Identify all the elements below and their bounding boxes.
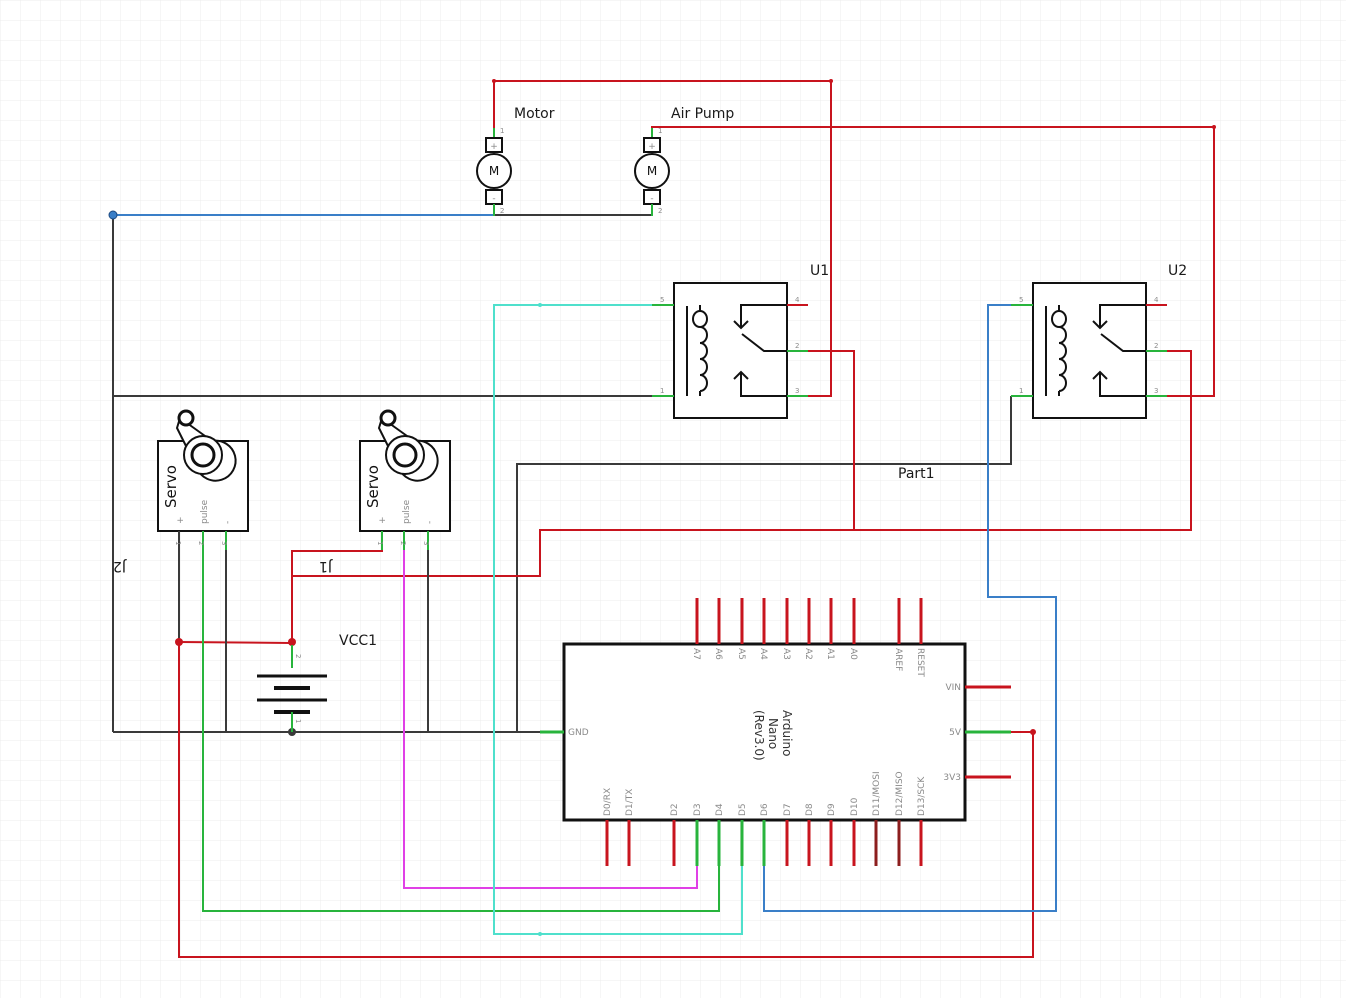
servo-j2-pin2: 2 — [197, 541, 205, 545]
servo-j2[interactable]: Servo pulse + - 1 2 3 — [157, 409, 249, 550]
nano-pin-d3-label: D3 — [693, 803, 703, 816]
nano-pin-gnd-label: GND — [568, 728, 589, 738]
wire-u2-com[interactable] — [854, 350, 1192, 531]
servo-j1-plus-label: + — [378, 516, 388, 524]
nano-pin-d9-label: D9 — [827, 803, 837, 816]
wire-servo1-pulse[interactable] — [202, 548, 720, 912]
relay-u2-label: U2 — [1168, 263, 1187, 279]
u2-pin3: 3 — [1154, 387, 1158, 395]
motor-plus-label: + — [490, 142, 498, 152]
nano-pin-reset-label: RESET — [915, 648, 925, 677]
wire-u1-com[interactable] — [292, 350, 855, 577]
u1-pin1: 1 — [660, 387, 664, 395]
nano-pin-d0-rx-label: D0/RX — [603, 788, 613, 816]
motor-pin1: 1 — [500, 127, 504, 135]
motor-minus-label: - — [492, 194, 495, 204]
motor-component[interactable]: + M - 1 2 — [476, 127, 512, 216]
motor-pin2: 2 — [500, 207, 504, 215]
pump-minus-label: - — [650, 194, 653, 204]
nano-pin-a1-label: A1 — [825, 648, 835, 660]
nano-pin-d13-sck-label: D13/SCK — [917, 776, 927, 816]
nano-bottom-pins: D0/RX D1/TX D2 D3 D4 D5 D6 D7 D8 D9 D10 D11/MOSI D12… — [603, 771, 927, 866]
servo-j1-pin3: 3 — [422, 541, 430, 545]
battery-pin1: 1 — [294, 719, 302, 723]
u1-pin5: 5 — [660, 296, 664, 304]
nano-title-line3: (Rev3.0) — [752, 710, 766, 761]
u1-pin4: 4 — [795, 296, 800, 304]
servo-j2-pin1: 1 — [174, 541, 182, 545]
nano-pin-a6-label: A6 — [713, 648, 723, 660]
nano-pin-d8-label: D8 — [805, 803, 815, 816]
servo-j1-title: Servo — [364, 465, 382, 508]
servo-j1-pin2: 2 — [399, 541, 407, 545]
air-pump-component[interactable]: + M - 1 2 — [634, 127, 670, 216]
nano-pin-a0-label: A0 — [848, 648, 858, 660]
junctions — [108, 79, 1216, 936]
nano-pin-d5-label: D5 — [738, 803, 748, 816]
u1-pin3: 3 — [795, 387, 799, 395]
nano-pin-a3-label: A3 — [781, 648, 791, 660]
battery-pin2: 2 — [294, 654, 302, 658]
servo-j1[interactable]: Servo pulse + - 1 2 3 — [359, 409, 451, 550]
nano-title-line1: Arduino — [780, 710, 794, 756]
servo-j2-plus-label: + — [176, 516, 186, 524]
servo-j2-label: J2 — [113, 558, 127, 574]
relay-u1[interactable]: 5 1 4 2 3 — [652, 282, 808, 419]
motor-symbol: M — [489, 164, 499, 178]
wire-servo1-plus[interactable] — [178, 641, 293, 644]
nano-pin-5v-label: 5V — [949, 728, 962, 738]
nano-pin-a4-label: A4 — [758, 648, 768, 660]
relay-u2[interactable]: 5 1 4 2 3 — [1011, 282, 1167, 419]
pump-pin1: 1 — [658, 127, 662, 135]
arduino-nano[interactable]: A7 A6 A5 A4 A3 A2 A1 A0 AREF RESET D0/RX D1/TX D2 D3… — [540, 598, 1011, 866]
nano-pin-vin-label: VIN — [945, 683, 961, 693]
nano-pin-d12-miso-label: D12/MISO — [895, 771, 905, 816]
servo-j1-minus-label: - — [425, 521, 435, 524]
nano-pin-a5-label: A5 — [736, 648, 746, 660]
nano-pin-d10-label: D10 — [850, 797, 860, 816]
servo-j1-label: J1 — [319, 558, 333, 574]
u2-pin2: 2 — [1154, 342, 1158, 350]
nano-pin-d4-label: D4 — [715, 803, 725, 816]
nano-pin-a2-label: A2 — [803, 648, 813, 660]
vcc1-label: VCC1 — [339, 633, 377, 649]
nano-title-line2: Nano — [766, 718, 780, 749]
servo-j2-pin3: 3 — [220, 541, 228, 545]
relay-u1-label: U1 — [810, 263, 829, 279]
servo-j2-pulse-label: pulse — [200, 499, 210, 524]
servo-j1-pin1: 1 — [376, 541, 384, 545]
nano-pin-3v3-label: 3V3 — [943, 773, 961, 783]
u2-pin5: 5 — [1019, 296, 1023, 304]
part1-label: Part1 — [898, 466, 935, 482]
motor-label: Motor — [514, 106, 555, 122]
servo-j2-title: Servo — [162, 465, 180, 508]
nano-pin-d7-label: D7 — [783, 803, 793, 816]
pump-pin2: 2 — [658, 207, 662, 215]
u1-pin2: 2 — [795, 342, 799, 350]
pump-symbol: M — [647, 164, 657, 178]
servo-j2-minus-label: - — [223, 521, 233, 524]
battery-vcc1[interactable]: 2 1 — [257, 645, 327, 732]
air-pump-label: Air Pump — [671, 106, 734, 122]
wire-u1-signal[interactable] — [493, 304, 743, 935]
nano-pin-d2-label: D2 — [670, 803, 680, 816]
nano-pin-d1-tx-label: D1/TX — [625, 789, 635, 816]
nano-pin-aref-label: AREF — [893, 648, 903, 671]
pump-plus-label: + — [648, 142, 656, 152]
u2-pin4: 4 — [1154, 296, 1159, 304]
nano-top-pins: A7 A6 A5 A4 A3 A2 A1 A0 AREF RESET — [691, 598, 925, 677]
wire-u2-signal[interactable] — [763, 304, 1057, 912]
nano-pin-d11-mosi-label: D11/MOSI — [872, 771, 882, 816]
u2-pin1: 1 — [1019, 387, 1023, 395]
wire-5v-loop[interactable] — [178, 642, 1034, 958]
wire-part1[interactable] — [516, 396, 1012, 732]
servo-j1-pulse-label: pulse — [402, 499, 412, 524]
nano-pin-d6-label: D6 — [760, 803, 770, 816]
nano-pin-a7-label: A7 — [691, 648, 701, 660]
